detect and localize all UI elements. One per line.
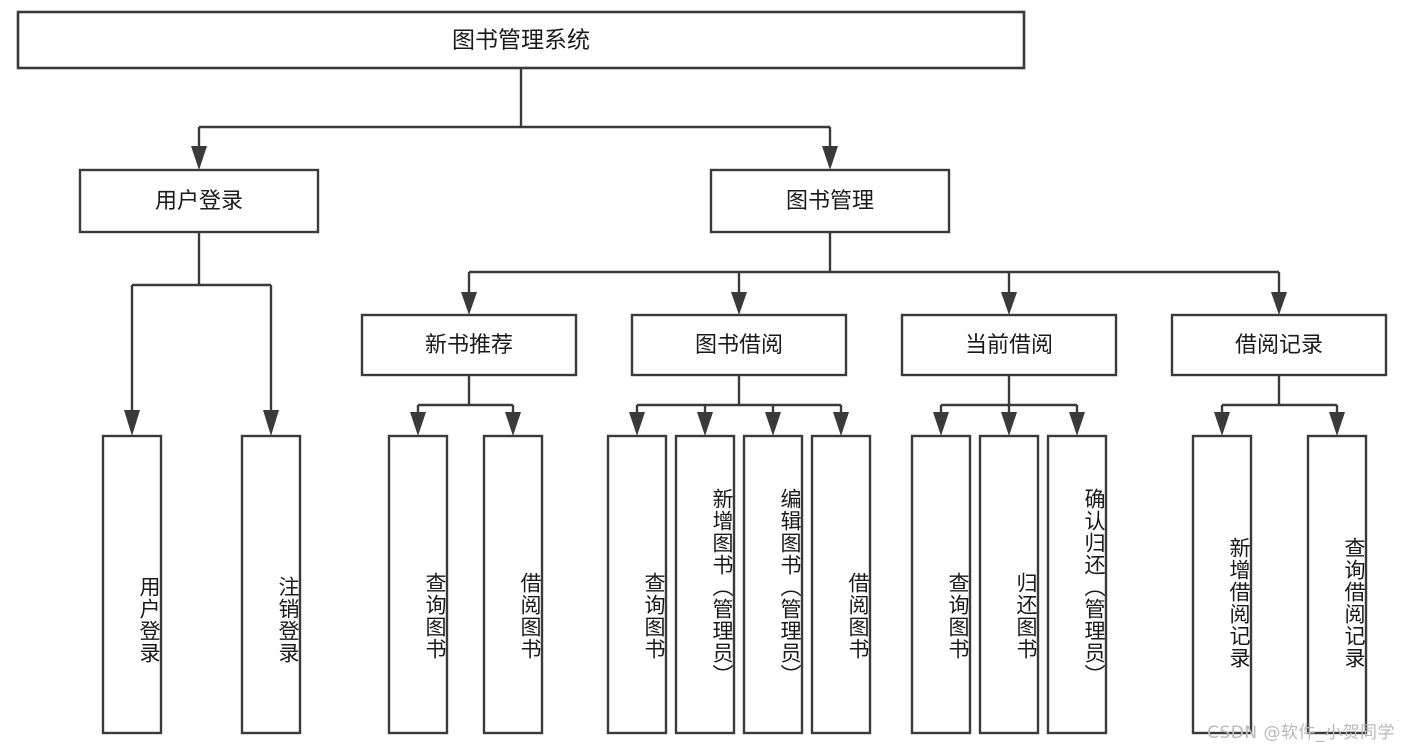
connectors-root-to-level1 bbox=[191, 68, 838, 170]
csdn-watermark: CSDN @软件_小贺同学 bbox=[1207, 723, 1395, 743]
leaf-borrow-book-2-box[interactable] bbox=[810, 434, 872, 735]
leaf-borrow-book-1-box[interactable] bbox=[482, 434, 544, 735]
arrow-leaf-borrow-book-1-icon bbox=[505, 412, 521, 436]
arrow-to-new-book-rec-icon bbox=[461, 292, 477, 315]
arrow-leaf-add-book-icon bbox=[697, 412, 713, 436]
node-book-borrow[interactable]: 图书借阅 bbox=[630, 313, 848, 377]
node-new-book-rec-box[interactable] bbox=[360, 313, 578, 377]
node-current-borrow-label: 当前借阅 bbox=[965, 333, 1053, 358]
node-current-borrow-box[interactable] bbox=[900, 313, 1118, 377]
arrow-leaf-add-record-icon bbox=[1214, 412, 1230, 436]
arrow-leaf-logout-login-icon bbox=[263, 410, 279, 436]
leaf-logout-login-box[interactable] bbox=[240, 434, 302, 735]
arrow-leaf-user-login-icon bbox=[124, 410, 140, 436]
arrow-to-user-login-icon bbox=[191, 146, 207, 170]
leaf-add-record-box[interactable] bbox=[1191, 434, 1253, 735]
connectors-book-borrow-to-leaves bbox=[629, 375, 849, 436]
connectors-user-login-to-leaves bbox=[124, 232, 279, 436]
arrow-leaf-query-book-3-icon bbox=[933, 412, 949, 436]
node-borrow-record-label: 借阅记录 bbox=[1235, 333, 1323, 358]
connectors-new-book-rec-to-leaves bbox=[410, 375, 521, 436]
node-new-book-rec[interactable]: 新书推荐 bbox=[360, 313, 578, 377]
leaf-query-record-box[interactable] bbox=[1306, 434, 1368, 735]
leaf-query-book-2-box[interactable] bbox=[606, 434, 668, 735]
leaf-query-book-3-box[interactable] bbox=[910, 434, 972, 735]
arrow-leaf-query-book-1-icon bbox=[410, 412, 426, 436]
node-new-book-rec-label: 新书推荐 bbox=[425, 333, 513, 358]
node-current-borrow[interactable]: 当前借阅 bbox=[900, 313, 1118, 377]
connectors-book-manage-to-level2 bbox=[461, 232, 1287, 315]
arrow-leaf-return-book-icon bbox=[1001, 412, 1017, 436]
node-borrow-record-box[interactable] bbox=[1170, 313, 1388, 377]
arrow-to-borrow-record-icon bbox=[1271, 292, 1287, 315]
node-root-box[interactable] bbox=[16, 10, 1026, 70]
arrow-to-book-borrow-icon bbox=[731, 292, 747, 315]
leaf-confirm-return-box[interactable] bbox=[1046, 434, 1108, 735]
arrow-to-book-manage-icon bbox=[822, 146, 838, 170]
node-book-manage[interactable]: 图书管理 bbox=[709, 168, 951, 234]
leaf-return-book-box[interactable] bbox=[978, 434, 1040, 735]
node-user-login-label: 用户登录 bbox=[155, 189, 243, 214]
node-root-label: 图书管理系统 bbox=[452, 28, 590, 54]
connectors-current-borrow-to-leaves bbox=[933, 375, 1085, 436]
leaf-query-book-1-box[interactable] bbox=[387, 434, 449, 735]
connectors-borrow-record-to-leaves bbox=[1214, 375, 1345, 436]
arrow-to-current-borrow-icon bbox=[1001, 292, 1017, 315]
leaf-boxes bbox=[101, 434, 1368, 735]
arrow-leaf-borrow-book-2-icon bbox=[833, 412, 849, 436]
node-book-borrow-box[interactable] bbox=[630, 313, 848, 377]
leaf-add-book-box[interactable] bbox=[674, 434, 736, 735]
arrow-leaf-query-record-icon bbox=[1329, 412, 1345, 436]
node-user-login[interactable]: 用户登录 bbox=[78, 168, 320, 234]
arrow-leaf-query-book-2-icon bbox=[629, 412, 645, 436]
node-borrow-record[interactable]: 借阅记录 bbox=[1170, 313, 1388, 377]
arrow-leaf-confirm-return-icon bbox=[1069, 412, 1085, 436]
node-book-manage-box[interactable] bbox=[709, 168, 951, 234]
leaf-edit-book-box[interactable] bbox=[742, 434, 804, 735]
leaf-user-login-box[interactable] bbox=[101, 434, 163, 735]
arrow-leaf-edit-book-icon bbox=[765, 412, 781, 436]
node-book-manage-label: 图书管理 bbox=[786, 189, 874, 214]
node-root[interactable]: 图书管理系统 bbox=[16, 10, 1026, 70]
node-user-login-box[interactable] bbox=[78, 168, 320, 234]
node-book-borrow-label: 图书借阅 bbox=[695, 333, 783, 358]
